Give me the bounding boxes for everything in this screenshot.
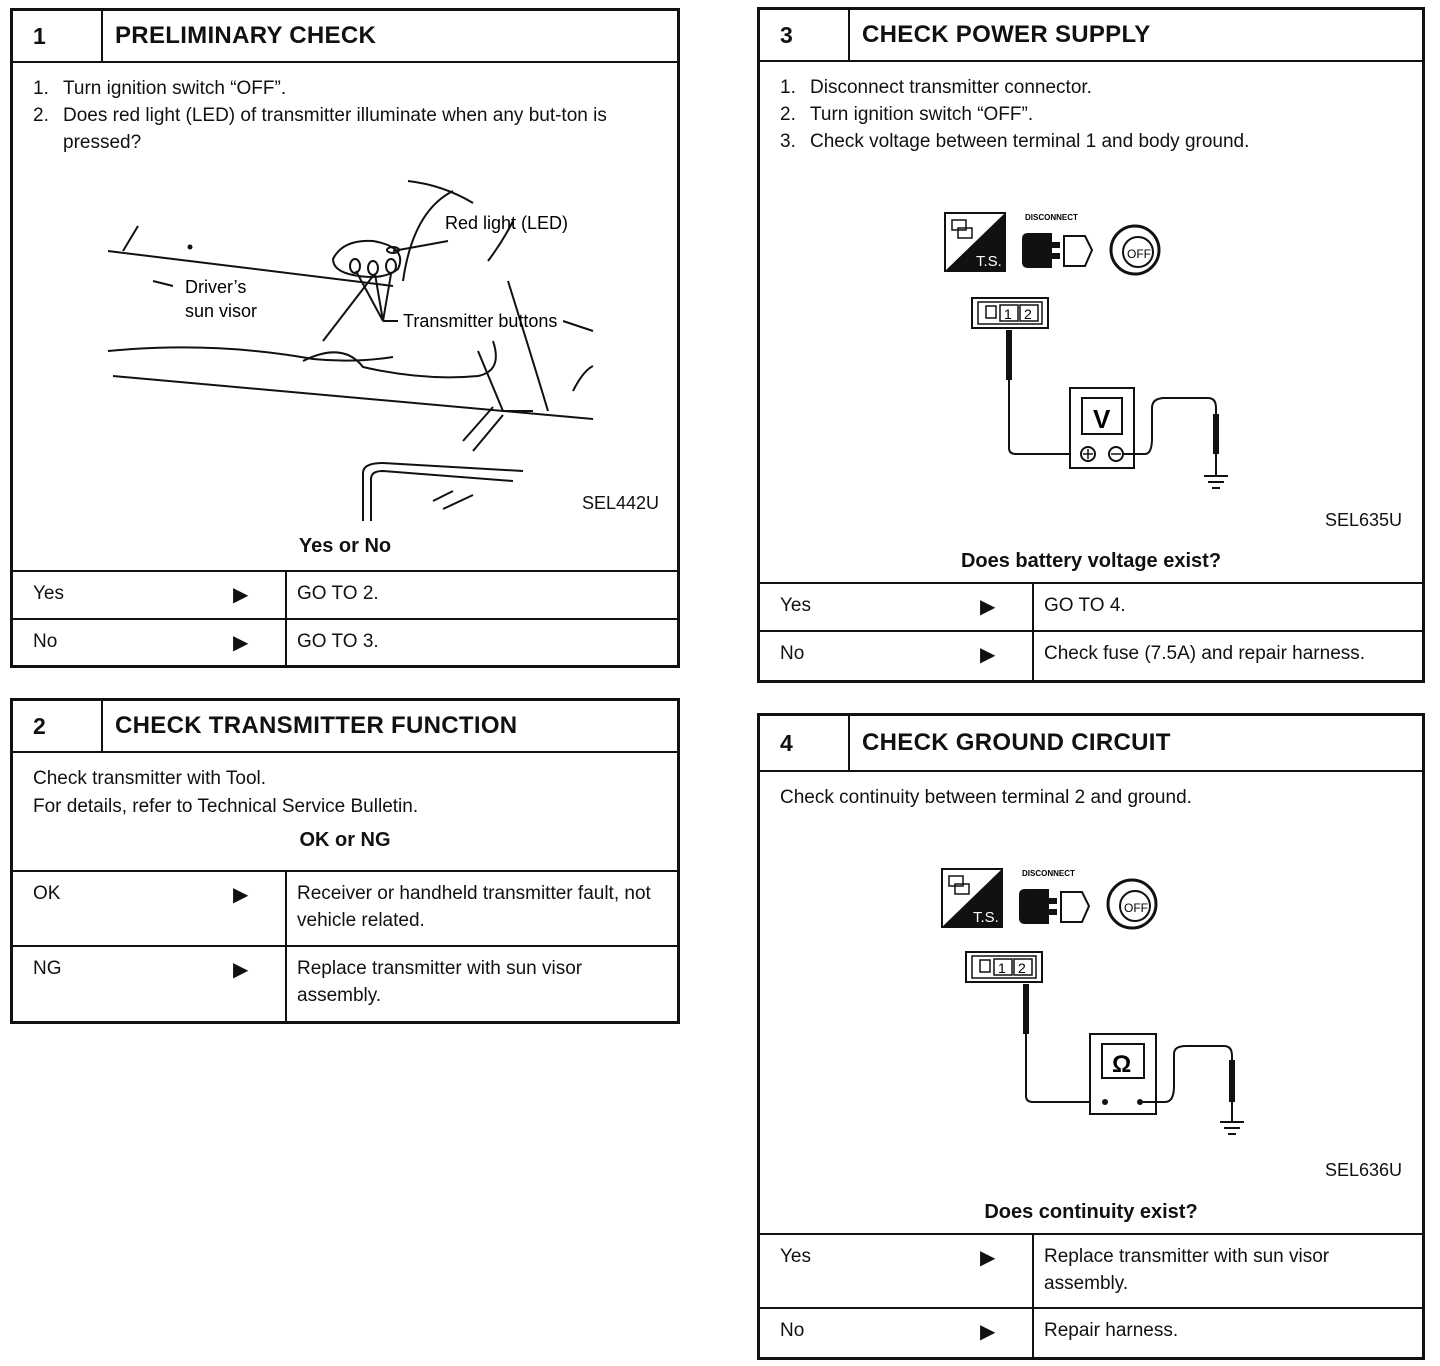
table-row: No ▶ Repair harness.	[760, 1307, 1422, 1357]
svg-text:OFF: OFF	[1127, 247, 1151, 261]
instructions: Check continuity between terminal 2 and …	[780, 787, 1192, 808]
disconnect-icon: DISCONNECT	[1022, 213, 1094, 268]
box-header: 1 PRELIMINARY CHECK	[13, 11, 677, 63]
box-header: 4 CHECK GROUND CIRCUIT	[760, 716, 1422, 772]
arrow-icon: ▶	[980, 1321, 996, 1343]
question: OK or NG	[299, 829, 391, 851]
svg-text:Ω: Ω	[1112, 1051, 1131, 1078]
svg-text:1: 1	[1004, 306, 1012, 322]
answer-table: Yes ▶ GO TO 4. No ▶ Check fuse (7.5A) an…	[760, 582, 1422, 680]
table-row: OK ▶ Receiver or handheld transmitter fa…	[13, 870, 677, 945]
list-item: 1.Turn ignition switch “OFF”.	[33, 78, 287, 99]
arrow-icon: ▶	[233, 959, 249, 981]
table-row: No ▶ Check fuse (7.5A) and repair harnes…	[760, 630, 1422, 680]
voltage-check-diagram: T.S. DISCONNECT OFF 1 2	[944, 212, 1228, 489]
box-title: CHECK TRANSMITTER FUNCTION	[115, 712, 518, 739]
connector-icon: 1 2	[965, 951, 1043, 983]
sun-visor-illustration: Red light (LED) Driver’s sun visor Trans…	[107, 180, 594, 521]
disconnect-icon: DISCONNECT	[1019, 869, 1091, 924]
box-title: CHECK GROUND CIRCUIT	[862, 729, 1171, 756]
table-row: Yes ▶ GO TO 4.	[760, 582, 1422, 630]
continuity-check-diagram: T.S. DISCONNECT OFF 1 2 Ω	[941, 868, 1244, 1135]
box-check-transmitter-function: 2 CHECK TRANSMITTER FUNCTION Check trans…	[10, 698, 680, 1024]
svg-text:DISCONNECT: DISCONNECT	[1025, 213, 1078, 222]
list-item: 2.Does red light (LED) of transmitter il…	[33, 105, 607, 153]
transmitter-buttons-label: Transmitter buttons	[403, 311, 557, 331]
arrow-icon: ▶	[233, 632, 249, 654]
list-item: 1.Disconnect transmitter connector.	[780, 77, 1092, 98]
svg-text:T.S.: T.S.	[973, 909, 999, 926]
box-header: 2 CHECK TRANSMITTER FUNCTION	[13, 701, 677, 753]
arrow-icon: ▶	[233, 584, 249, 606]
ignition-off-icon: OFF	[1109, 224, 1161, 276]
step-list: 1.Turn ignition switch “OFF”. 2.Does red…	[13, 63, 677, 156]
svg-text:DISCONNECT: DISCONNECT	[1022, 869, 1075, 878]
svg-text:OFF: OFF	[1124, 901, 1148, 915]
box-title: CHECK POWER SUPPLY	[862, 21, 1151, 48]
box-preliminary-check: 1 PRELIMINARY CHECK 1.Turn ignition swit…	[10, 8, 680, 668]
arrow-icon: ▶	[233, 884, 249, 906]
answer-table: Yes ▶ Replace transmitter with sun visor…	[760, 1233, 1422, 1357]
ignition-off-icon: OFF	[1106, 878, 1158, 930]
svg-text:1: 1	[998, 960, 1006, 976]
box-check-power-supply: 3 CHECK POWER SUPPLY 1.Disconnect transm…	[757, 7, 1425, 683]
svg-text:T.S.: T.S.	[976, 253, 1002, 270]
step-list: 1.Disconnect transmitter connector. 2.Tu…	[760, 62, 1422, 155]
figure-code: SEL636U	[1324, 1160, 1402, 1180]
answer-table: OK ▶ Receiver or handheld transmitter fa…	[13, 870, 677, 1021]
svg-text:V: V	[1093, 404, 1111, 434]
step-number: 1	[13, 11, 103, 61]
list-item: 3.Check voltage between terminal 1 and b…	[780, 131, 1250, 152]
table-row: No ▶ GO TO 3.	[13, 618, 677, 665]
ts-icon: T.S.	[944, 212, 1006, 272]
list-item: 2.Turn ignition switch “OFF”.	[780, 104, 1034, 125]
drivers-label: Driver’s	[185, 277, 246, 297]
arrow-icon: ▶	[980, 596, 996, 618]
table-row: NG ▶ Replace transmitter with sun visor …	[13, 945, 677, 1021]
step-number: 3	[760, 10, 850, 60]
figure-code: SEL635U	[1324, 510, 1402, 530]
voltmeter-icon: V	[1069, 387, 1135, 469]
ground-icon	[1220, 1102, 1244, 1135]
question: Does battery voltage exist?	[960, 550, 1222, 572]
table-row: Yes ▶ Replace transmitter with sun visor…	[760, 1233, 1422, 1307]
ground-icon	[1204, 454, 1228, 489]
answer-table: Yes ▶ GO TO 2. No ▶ GO TO 3.	[13, 570, 677, 665]
figure-code: SEL442U	[581, 493, 659, 513]
svg-text:2: 2	[1018, 960, 1026, 976]
step-number: 2	[13, 701, 103, 751]
arrow-icon: ▶	[980, 1247, 996, 1269]
ohmmeter-icon: Ω	[1089, 1033, 1157, 1115]
connector-icon: 1 2	[971, 297, 1049, 329]
svg-text:2: 2	[1024, 306, 1032, 322]
ts-icon: T.S.	[941, 868, 1003, 928]
arrow-icon: ▶	[980, 644, 996, 666]
step-number: 4	[760, 716, 850, 770]
question: Yes or No	[298, 535, 392, 557]
red-light-label: Red light (LED)	[445, 213, 568, 233]
sun-visor-label: sun visor	[185, 301, 257, 321]
box-check-ground-circuit: 4 CHECK GROUND CIRCUIT Check continuity …	[757, 713, 1425, 1360]
table-row: Yes ▶ GO TO 2.	[13, 570, 677, 618]
question: Does continuity exist?	[984, 1201, 1198, 1223]
box-title: PRELIMINARY CHECK	[115, 22, 377, 49]
box-header: 3 CHECK POWER SUPPLY	[760, 10, 1422, 62]
instructions: Check transmitter with Tool. For details…	[33, 768, 419, 817]
